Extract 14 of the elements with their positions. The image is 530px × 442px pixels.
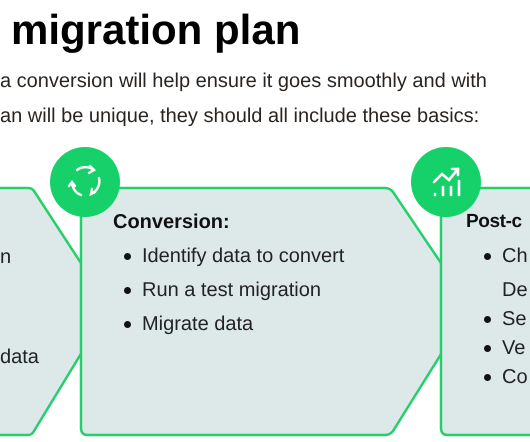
bullet-text: Run a test migration xyxy=(142,278,321,302)
bullet-text: Co xyxy=(502,365,526,390)
bullet-text: Migrate data xyxy=(142,312,254,336)
step-text: n xyxy=(0,245,12,269)
step-heading: Conversion: xyxy=(113,210,230,234)
step-heading: Post-c xyxy=(466,210,522,234)
bullet-text: Se xyxy=(502,307,526,332)
intro-text: a conversion will help ensure it goes smoothly and with xyxy=(0,69,487,94)
bullet-text: Ve xyxy=(502,336,526,361)
title: migration plan xyxy=(11,6,300,54)
step-text: data xyxy=(0,345,39,369)
bullet-text: Ch De xyxy=(502,244,526,303)
bullet-text: Identify data to convert xyxy=(142,244,344,268)
intro-text: an will be unique, they should all include these basics: xyxy=(0,104,480,129)
